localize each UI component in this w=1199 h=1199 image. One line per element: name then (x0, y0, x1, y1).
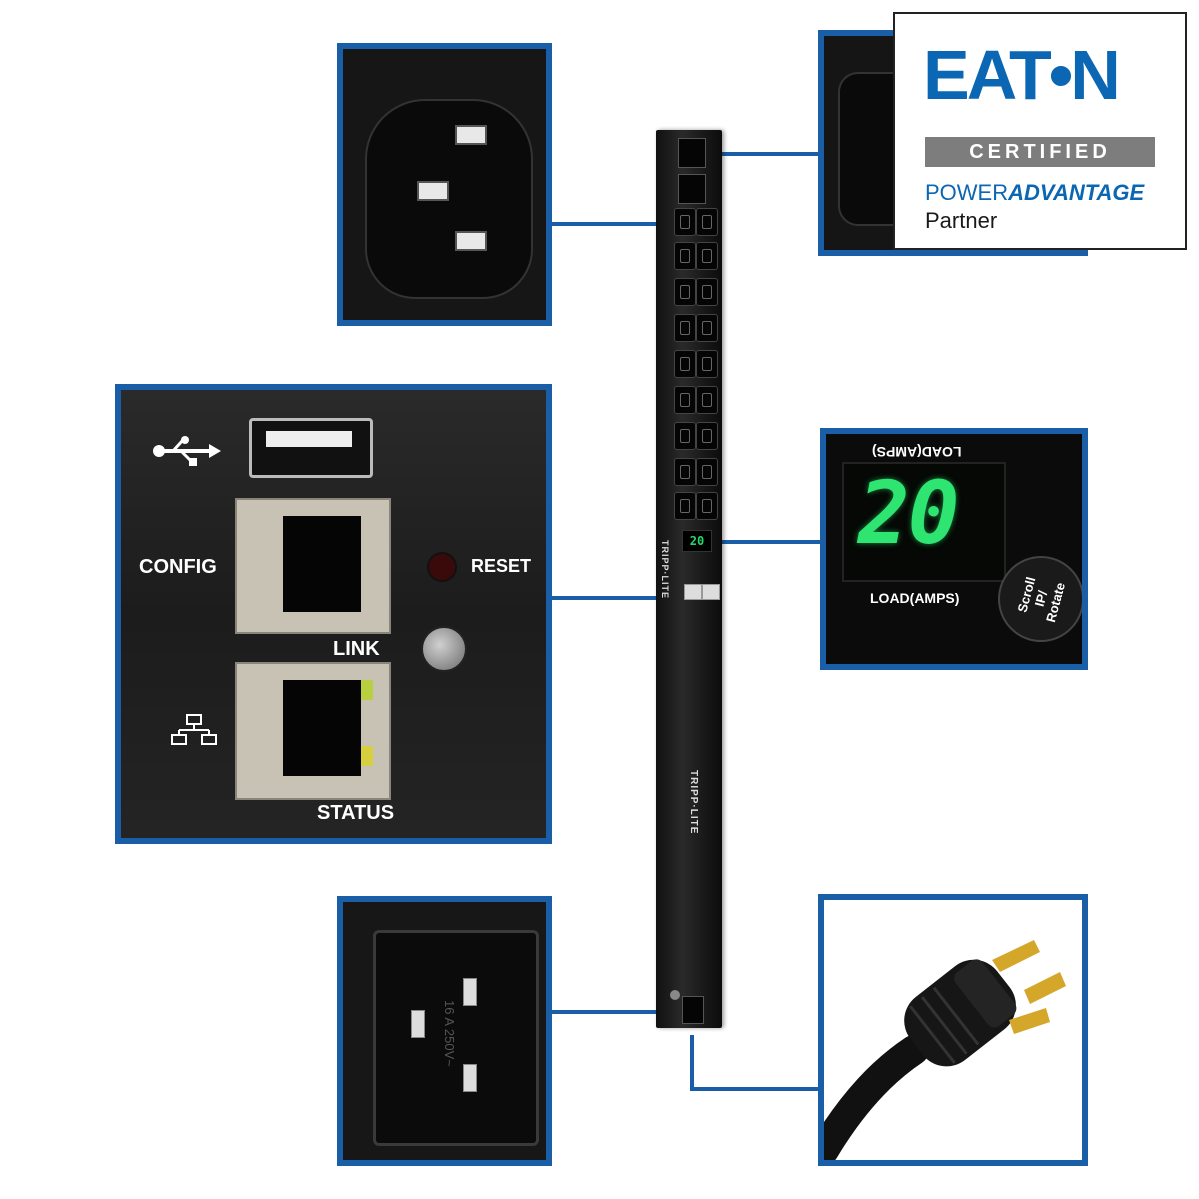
network-icon (171, 714, 217, 745)
status-port[interactable] (235, 662, 391, 800)
eaton-certified-badge: EAT•N CERTIFIED POWERADVANTAGE Partner (893, 12, 1187, 250)
pdu-outlet (674, 492, 696, 520)
pdu-c19-outlet-2 (678, 174, 706, 204)
pdu-c19-outlet-1 (678, 138, 706, 168)
eaton-logo: EAT•N (923, 36, 1121, 114)
connector-line-plug-horizontal (690, 1087, 822, 1091)
pdu-outlet (696, 208, 718, 236)
reset-label: RESET (471, 556, 532, 576)
load-display-panel: LOAD(AMPS) 20 LOAD(AMPS) Scroll IP/ Rota… (820, 428, 1088, 670)
usb-port[interactable] (249, 418, 373, 478)
config-label: CONFIG (139, 556, 217, 578)
pdu-outlet (696, 314, 718, 342)
load-label-mirrored: LOAD(AMPS) (872, 444, 962, 460)
c13-outlet (365, 99, 533, 299)
c13-slot-top (455, 125, 487, 145)
pdu-port-config[interactable] (684, 584, 702, 600)
pdu-outlet (696, 278, 718, 306)
connector-line-c20 (548, 1010, 658, 1014)
c20-inlet-panel: 16 A 250V~ (337, 896, 552, 1166)
pdu-outlet (674, 422, 696, 450)
status-port-opening (283, 680, 361, 776)
scroll-ip-rotate-button[interactable]: Scroll IP/ Rotate (998, 556, 1082, 642)
pdu-brand-upper: TRIPP·LITE (660, 540, 670, 599)
load-digits: 20 (858, 464, 960, 564)
pdu-outlet (696, 386, 718, 414)
pdu-inlet (682, 996, 704, 1024)
plug-image (824, 940, 1066, 1160)
pdu-lcd: 20 (682, 530, 712, 552)
pdu-outlet (674, 350, 696, 378)
c13-outlet-panel (337, 43, 552, 326)
link-led (421, 626, 467, 672)
pdu-strip (656, 130, 722, 1028)
pdu-outlet (696, 492, 718, 520)
pdu-outlet (674, 386, 696, 414)
c20-pin-top (463, 978, 477, 1006)
usb-icon (153, 436, 221, 466)
connector-line-load (722, 540, 822, 544)
pdu-outlet (674, 208, 696, 236)
load-label: LOAD(AMPS) (870, 590, 960, 606)
network-panel: CONFIG RESET LINK STATUS (115, 384, 552, 844)
pdu-outlet (674, 314, 696, 342)
connector-line-plug-vertical (690, 1035, 694, 1090)
partner-text: Partner (925, 208, 998, 233)
pdu-outlet (674, 458, 696, 486)
pdu-outlet (696, 458, 718, 486)
connector-line-network (548, 596, 658, 600)
load-display (842, 462, 1006, 582)
pdu-outlet (674, 278, 696, 306)
pdu-ground-screw (670, 990, 680, 1000)
config-port-opening (283, 516, 361, 612)
pdu-port-network[interactable] (702, 584, 720, 600)
c20-inlet (373, 930, 539, 1146)
status-label: STATUS (317, 802, 395, 824)
power-advantage-text: POWERADVANTAGE (925, 180, 1145, 205)
reset-button[interactable] (427, 552, 457, 582)
connector-line-c13 (548, 222, 658, 226)
c20-pin-left (411, 1010, 425, 1038)
pdu-outlet (674, 242, 696, 270)
status-port-led-top (361, 680, 373, 700)
plug-panel (818, 894, 1088, 1166)
status-port-led-bottom (361, 746, 373, 766)
c13-slot-bottom (455, 231, 487, 251)
link-label: LINK (333, 638, 380, 660)
config-port[interactable] (235, 498, 391, 634)
pdu-outlet (696, 242, 718, 270)
c20-rating-text: 16 A 250V~ (442, 1000, 457, 1067)
pdu-outlet (696, 350, 718, 378)
pdu-brand-lower: TRIPP·LITE (688, 770, 699, 835)
c20-pin-bottom (463, 1064, 477, 1092)
pdu-outlet (696, 422, 718, 450)
certified-bar: CERTIFIED (925, 137, 1155, 167)
connector-line-c19 (722, 152, 822, 156)
c13-slot-middle (417, 181, 449, 201)
